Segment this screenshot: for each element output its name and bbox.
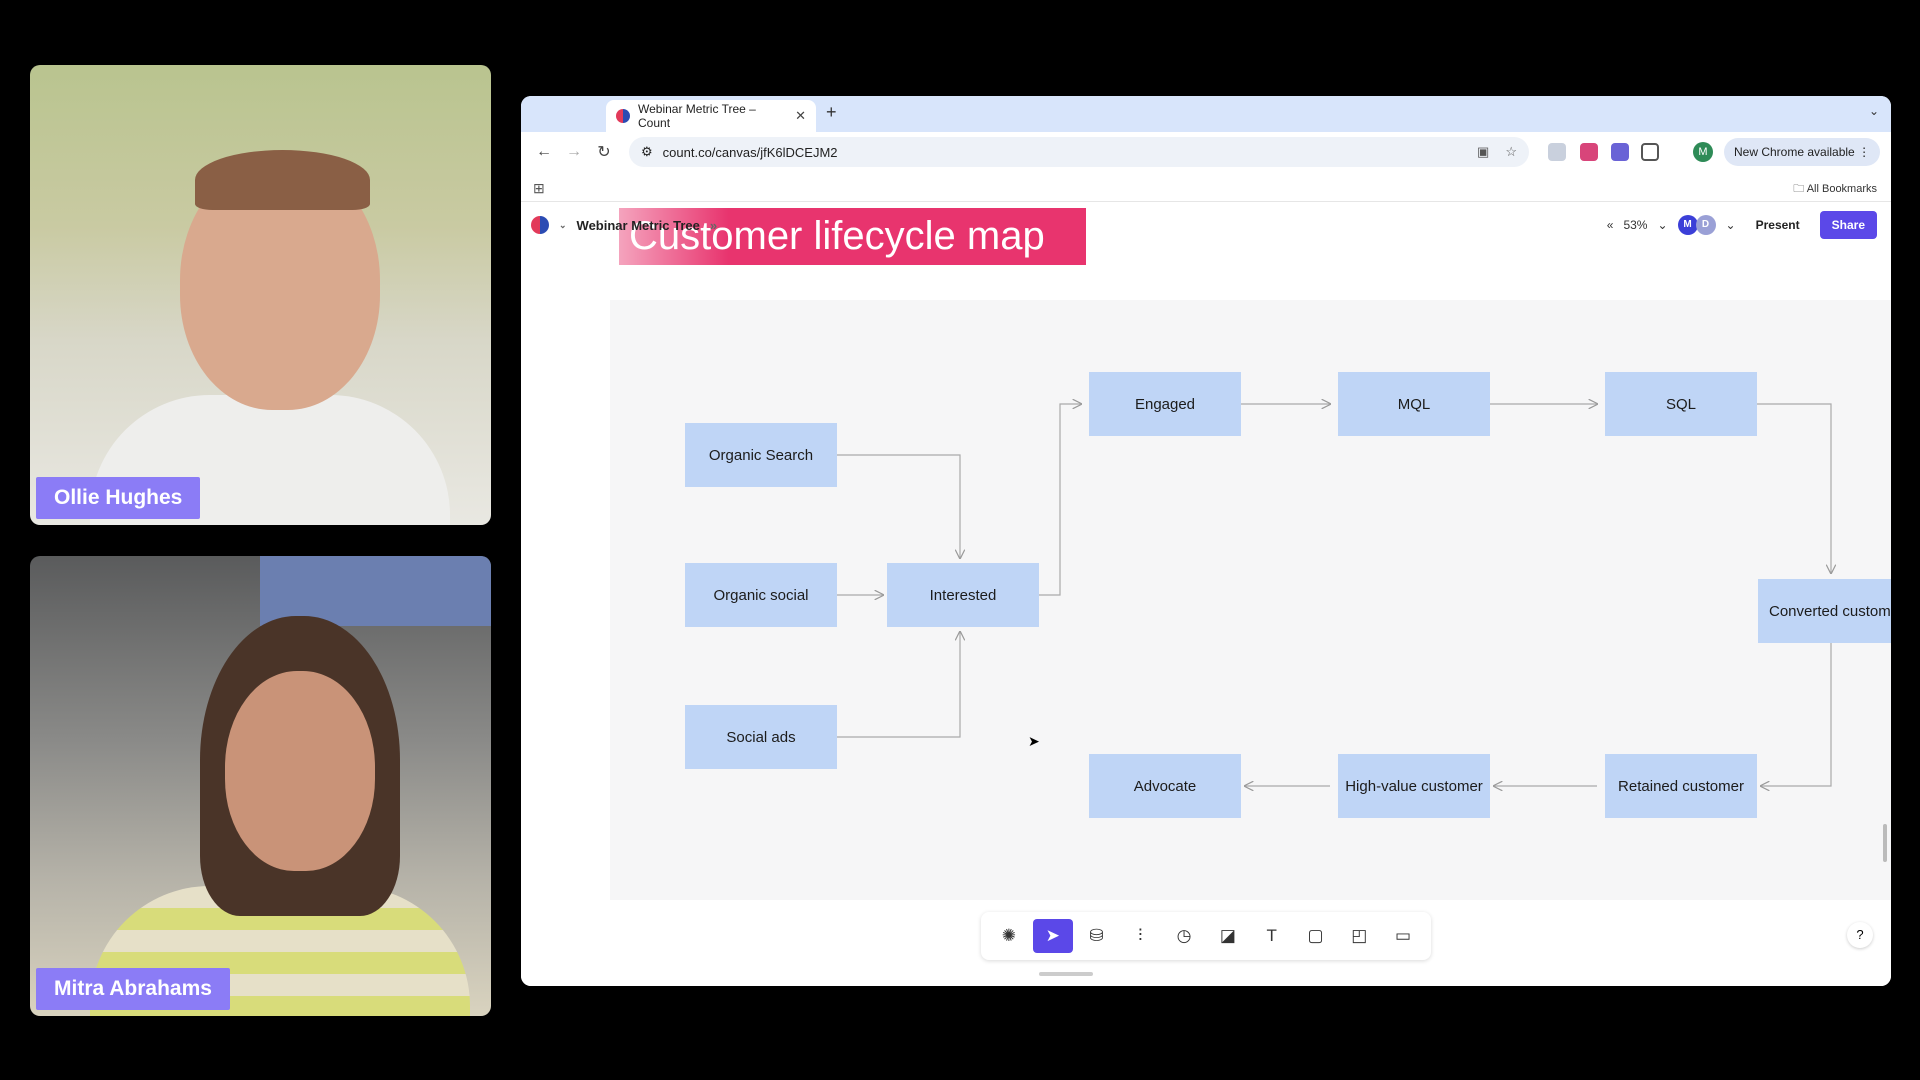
- node-retained-customer[interactable]: Retained customer: [1605, 754, 1757, 818]
- node-mql[interactable]: MQL: [1338, 372, 1490, 436]
- diagram-connectors: [837, 300, 1891, 900]
- frame-icon[interactable]: ◰: [1351, 926, 1368, 945]
- close-tab-icon[interactable]: ✕: [795, 108, 806, 123]
- brain-icon[interactable]: ✺: [1001, 926, 1017, 945]
- all-bookmarks-link[interactable]: 🗀 All Bookmarks: [1793, 183, 1877, 195]
- participant-video-ollie: Ollie Hughes: [30, 65, 491, 525]
- expand-double-chevron-icon[interactable]: »: [709, 217, 718, 233]
- count-favicon-icon: [616, 109, 630, 123]
- node-organic-search[interactable]: Organic Search: [685, 423, 837, 487]
- chevron-down-icon[interactable]: ⌄: [1657, 218, 1668, 232]
- shape-icon[interactable]: ▢: [1307, 926, 1324, 945]
- present-button[interactable]: Present: [1755, 218, 1800, 232]
- canvas-toolbar: ✺ ➤ ⛁ ⫶ ◷ ◪ T ▢ ◰ ▭: [981, 912, 1431, 960]
- canvas-name[interactable]: Webinar Metric Tree: [576, 217, 700, 233]
- participant-name-tag: Mitra Abrahams: [36, 968, 230, 1010]
- text-icon[interactable]: T: [1266, 926, 1277, 945]
- collaborator-avatar[interactable]: M: [1677, 215, 1698, 235]
- node-interested[interactable]: Interested: [887, 563, 1039, 627]
- comment-icon[interactable]: ▭: [1395, 926, 1412, 945]
- chevron-down-icon[interactable]: ⌄: [559, 219, 567, 230]
- vertical-scrollbar[interactable]: [1883, 824, 1887, 862]
- sticky-note-icon[interactable]: ◪: [1219, 926, 1236, 945]
- select-pointer-icon[interactable]: ➤: [1032, 919, 1073, 953]
- bookmark-star-icon[interactable]: ☆: [1505, 144, 1517, 159]
- canvas-breadcrumb: ⌄ Webinar Metric Tree »: [531, 210, 717, 240]
- site-settings-icon[interactable]: ⚙: [641, 144, 653, 159]
- node-high-value-customer[interactable]: High-value customer: [1338, 754, 1490, 818]
- url-text: count.co/canvas/jfK6lDCEJM2: [662, 144, 838, 160]
- extension-icon[interactable]: [1611, 143, 1629, 161]
- tab-search-icon[interactable]: ⌄: [1868, 104, 1879, 118]
- participant-video-mitra: Mitra Abrahams: [30, 556, 491, 1016]
- horizontal-scrollbar[interactable]: [1039, 972, 1093, 976]
- zoom-level[interactable]: 53%: [1623, 218, 1648, 232]
- node-converted-customer[interactable]: Converted customer: [1758, 579, 1891, 643]
- chevron-down-icon[interactable]: ⌄: [1725, 218, 1736, 232]
- node-sql[interactable]: SQL: [1605, 372, 1757, 436]
- bookmarks-bar: ⊞ 🗀 All Bookmarks: [521, 172, 1891, 202]
- browser-tab[interactable]: Webinar Metric Tree – Count ✕: [606, 100, 816, 132]
- diagram-frame[interactable]: Organic Search Organic social Social ads…: [610, 300, 1891, 900]
- node-advocate[interactable]: Advocate: [1089, 754, 1241, 818]
- help-button[interactable]: ?: [1847, 922, 1873, 948]
- profile-avatar[interactable]: M: [1693, 142, 1713, 162]
- node-organic-social[interactable]: Organic social: [685, 563, 837, 627]
- browser-window: Webinar Metric Tree – Count ✕ + ⌄ ← → ↻ …: [521, 96, 1891, 986]
- reload-icon[interactable]: ↻: [597, 144, 611, 161]
- participant-image: [30, 556, 491, 1016]
- tab-title: Webinar Metric Tree – Count: [638, 102, 756, 130]
- browser-toolbar: ← → ↻ ⚙ count.co/canvas/jfK6lDCEJM2 ▣ ☆: [521, 132, 1891, 172]
- count-logo-icon[interactable]: [531, 216, 549, 234]
- collaborator-avatar[interactable]: D: [1695, 215, 1716, 235]
- back-icon[interactable]: ←: [536, 143, 552, 160]
- collapse-double-chevron-icon[interactable]: «: [1606, 218, 1614, 232]
- mouse-cursor-icon: ➤: [1028, 733, 1040, 749]
- new-tab-icon[interactable]: +: [826, 102, 837, 122]
- address-bar[interactable]: ⚙ count.co/canvas/jfK6lDCEJM2 ▣ ☆: [629, 137, 1529, 167]
- apps-grid-icon[interactable]: ⊞: [533, 180, 545, 196]
- extension-icon[interactable]: [1548, 143, 1566, 161]
- node-social-ads[interactable]: Social ads: [685, 705, 837, 769]
- new-chrome-available-button[interactable]: New Chrome available ⋮: [1724, 138, 1881, 166]
- chart-icon[interactable]: ⫶: [1138, 926, 1143, 945]
- clock-icon[interactable]: ◷: [1176, 926, 1192, 945]
- participant-image: [30, 65, 491, 525]
- count-canvas-app: ⌄ Webinar Metric Tree » Customer lifecyc…: [521, 202, 1891, 986]
- forward-icon[interactable]: →: [566, 143, 582, 160]
- database-icon[interactable]: ⛁: [1089, 926, 1104, 945]
- share-button[interactable]: Share: [1819, 211, 1877, 239]
- extension-icon[interactable]: [1580, 143, 1598, 161]
- extensions-puzzle-icon[interactable]: [1641, 143, 1659, 161]
- participant-name-tag: Ollie Hughes: [36, 477, 201, 519]
- canvas-topbar-actions: « 53% ⌄ M D ⌄ Present Share: [1607, 210, 1877, 240]
- canvas-heading[interactable]: Customer lifecycle map: [619, 208, 1086, 265]
- save-page-icon[interactable]: ▣: [1477, 144, 1490, 159]
- node-engaged[interactable]: Engaged: [1089, 372, 1241, 436]
- tab-bar: Webinar Metric Tree – Count ✕ + ⌄: [521, 96, 1891, 132]
